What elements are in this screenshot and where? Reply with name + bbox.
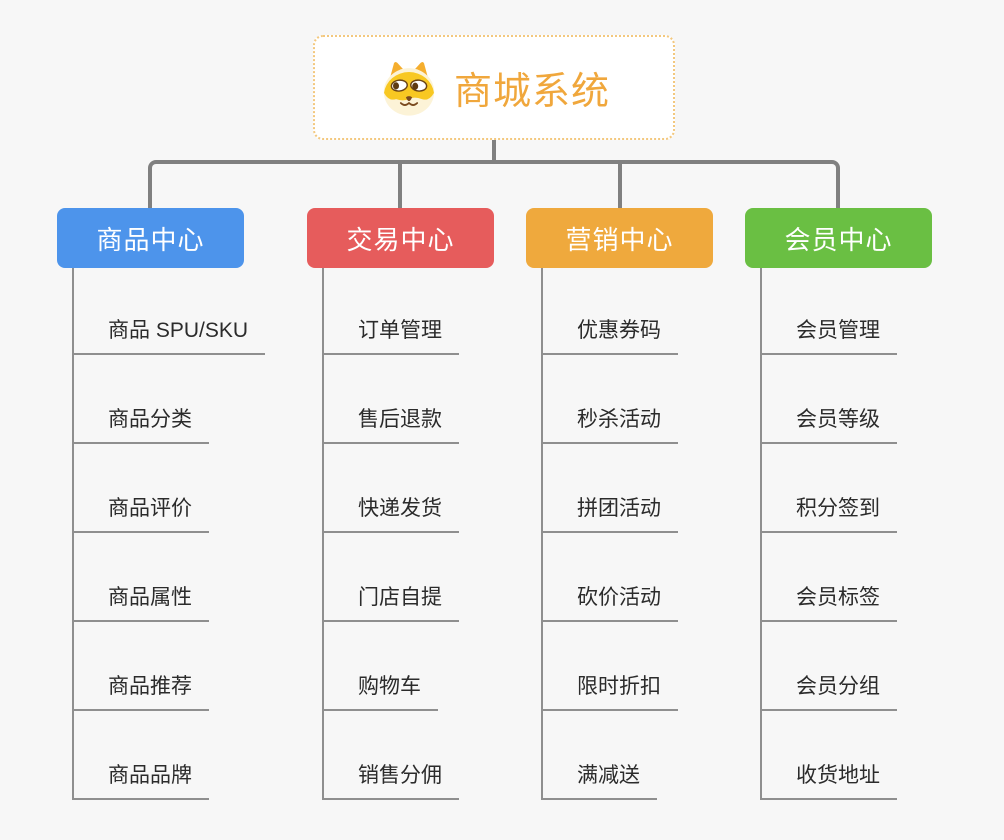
branch-header-product[interactable]: 商品中心 <box>57 208 244 268</box>
node-item[interactable]: 满减送 <box>543 711 657 800</box>
node-item[interactable]: 秒杀活动 <box>543 355 678 444</box>
node-item[interactable]: 商品评价 <box>74 444 209 533</box>
branch-label: 商品中心 <box>96 224 205 255</box>
node-item[interactable]: 商品 SPU/SKU <box>74 268 266 355</box>
branch-label: 营销中心 <box>565 224 674 255</box>
branch-items-trade: 订单管理 售后退款 快递发货 门店自提 购物车 销售分佣 <box>322 268 459 800</box>
connector-root-drop <box>492 140 496 162</box>
node-item[interactable]: 会员标签 <box>762 533 897 622</box>
branch-header-trade[interactable]: 交易中心 <box>307 208 494 268</box>
node-item[interactable]: 会员等级 <box>762 355 897 444</box>
branch-header-marketing[interactable]: 营销中心 <box>526 208 713 268</box>
connector-drop-marketing <box>618 160 622 208</box>
branch-label: 交易中心 <box>346 224 455 255</box>
node-item[interactable]: 会员分组 <box>762 622 897 711</box>
branch-trade-center: 交易中心 订单管理 售后退款 快递发货 门店自提 购物车 销售分佣 <box>307 208 562 800</box>
node-item[interactable]: 优惠券码 <box>543 268 678 355</box>
connector-bus <box>148 160 840 208</box>
root-node[interactable]: 商城系统 <box>313 35 675 140</box>
branch-member-center: 会员中心 会员管理 会员等级 积分签到 会员标签 会员分组 收货地址 <box>745 208 1000 800</box>
node-item[interactable]: 限时折扣 <box>543 622 678 711</box>
branch-items-member: 会员管理 会员等级 积分签到 会员标签 会员分组 收货地址 <box>760 268 897 800</box>
node-item[interactable]: 商品属性 <box>74 533 209 622</box>
branch-product-center: 商品中心 商品 SPU/SKU 商品分类 商品评价 商品属性 商品推荐 商品品牌 <box>57 208 312 800</box>
node-item[interactable]: 购物车 <box>324 622 438 711</box>
node-item[interactable]: 积分签到 <box>762 444 897 533</box>
branch-header-member[interactable]: 会员中心 <box>745 208 932 268</box>
branch-label: 会员中心 <box>784 224 893 255</box>
branch-items-marketing: 优惠券码 秒杀活动 拼团活动 砍价活动 限时折扣 满减送 <box>541 268 678 800</box>
node-item[interactable]: 快递发货 <box>324 444 459 533</box>
node-item[interactable]: 销售分佣 <box>324 711 459 800</box>
node-item[interactable]: 拼团活动 <box>543 444 678 533</box>
node-item[interactable]: 商品分类 <box>74 355 209 444</box>
node-item[interactable]: 订单管理 <box>324 268 459 355</box>
dog-face-icon <box>378 59 440 117</box>
node-item[interactable]: 门店自提 <box>324 533 459 622</box>
node-item[interactable]: 收货地址 <box>762 711 897 800</box>
node-item[interactable]: 售后退款 <box>324 355 459 444</box>
branch-marketing-center: 营销中心 优惠券码 秒杀活动 拼团活动 砍价活动 限时折扣 满减送 <box>526 208 781 800</box>
node-item[interactable]: 砍价活动 <box>543 533 678 622</box>
node-item[interactable]: 会员管理 <box>762 268 897 355</box>
node-item[interactable]: 商品品牌 <box>74 711 209 800</box>
root-title: 商城系统 <box>453 71 610 113</box>
node-item[interactable]: 商品推荐 <box>74 622 209 711</box>
branch-items-product: 商品 SPU/SKU 商品分类 商品评价 商品属性 商品推荐 商品品牌 <box>72 268 266 800</box>
connector-drop-trade <box>398 160 402 208</box>
